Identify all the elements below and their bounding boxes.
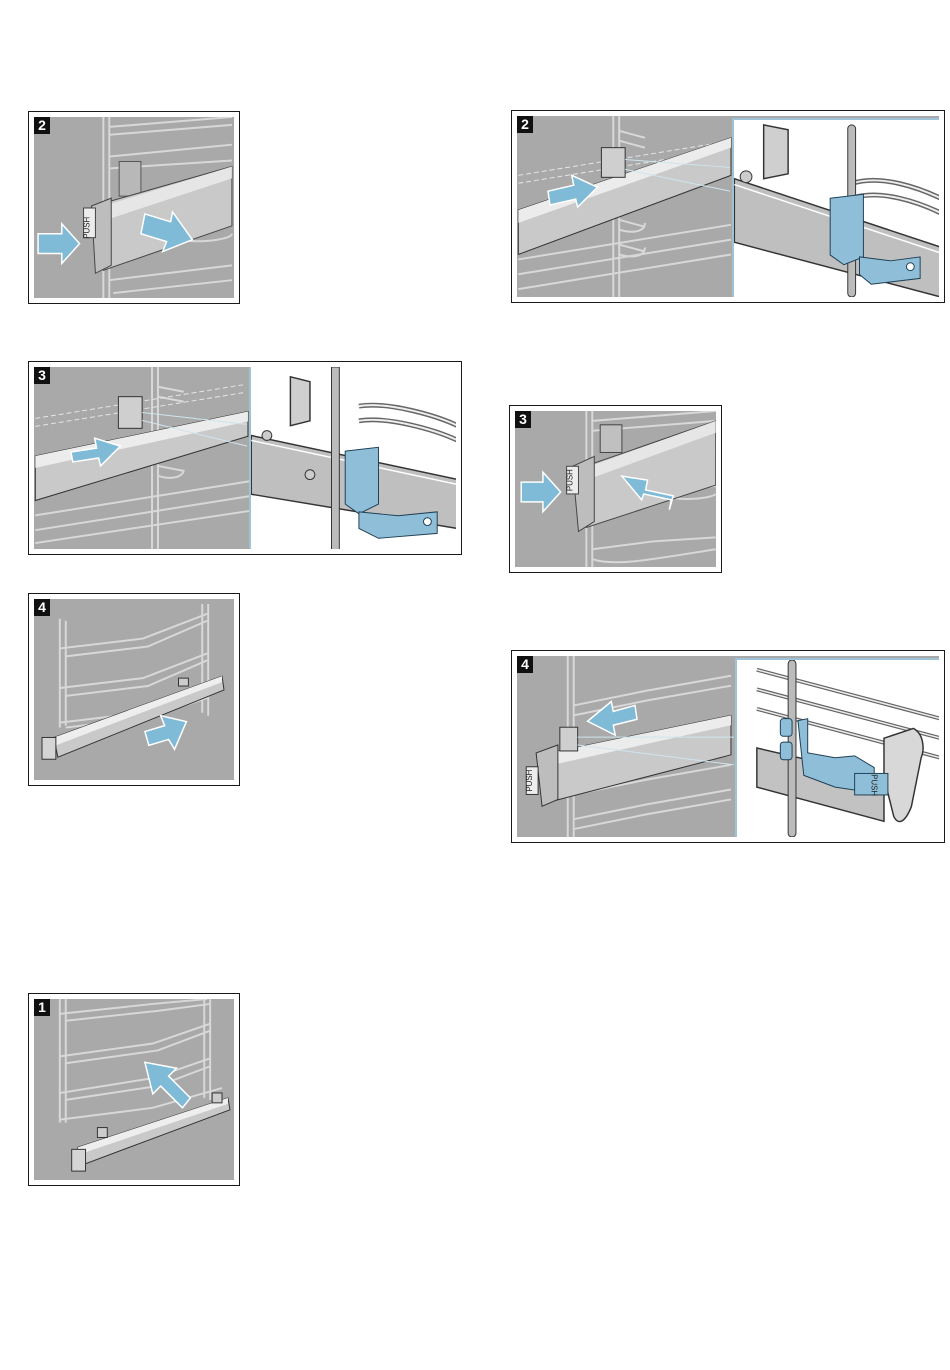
step-number: 3 — [34, 367, 50, 384]
illustration-scene — [34, 999, 234, 1180]
push-label: PUSH — [566, 469, 575, 491]
arrow-push-icon — [521, 472, 560, 511]
clip-detail-illustration — [251, 367, 456, 549]
step-number: 3 — [515, 411, 531, 428]
clip-detail-illustration: PUSH — [737, 660, 939, 837]
illustration-scene — [517, 116, 939, 297]
figure-step-3-right: 3 PUSH — [509, 405, 722, 573]
step-number: 2 — [517, 116, 533, 133]
push-label: PUSH — [82, 217, 91, 239]
step-number: 1 — [34, 999, 50, 1016]
step-number: 4 — [34, 599, 50, 616]
figure-step-3-left: 3 — [28, 361, 462, 555]
inset-push-label: PUSH — [869, 774, 878, 796]
arrow-pull-out-icon — [145, 716, 187, 750]
illustration-scene — [34, 599, 234, 780]
detail-inset: PUSH — [735, 658, 939, 837]
step-number: 4 — [517, 656, 533, 673]
figure-step-2-right: 2 — [511, 110, 945, 303]
arrow-push-in-icon — [145, 1062, 190, 1107]
rail-insert-illustration — [34, 999, 234, 1180]
figure-step-4-right: 4 PUSH — [511, 650, 945, 843]
figure-step-2-left: 2 PUSH — [28, 111, 240, 304]
detail-inset — [732, 118, 939, 297]
illustration-scene — [34, 367, 456, 549]
illustration-scene: PUSH — [517, 656, 939, 837]
figure-step-1-left: 1 — [28, 993, 240, 1186]
step-number: 2 — [34, 117, 50, 134]
detail-inset — [249, 367, 456, 549]
push-label: PUSH — [525, 769, 534, 791]
arrow-left-icon — [588, 701, 637, 735]
figure-step-4-left: 4 — [28, 593, 240, 786]
clip-detail-illustration — [734, 120, 939, 297]
illustration-scene: PUSH — [34, 117, 234, 298]
rail-release-illustration: PUSH — [34, 117, 234, 298]
rail-remove-illustration — [34, 599, 234, 780]
arrow-right-icon — [38, 224, 80, 264]
rail-attach-illustration: PUSH — [515, 411, 716, 567]
illustration-scene: PUSH — [515, 411, 716, 567]
